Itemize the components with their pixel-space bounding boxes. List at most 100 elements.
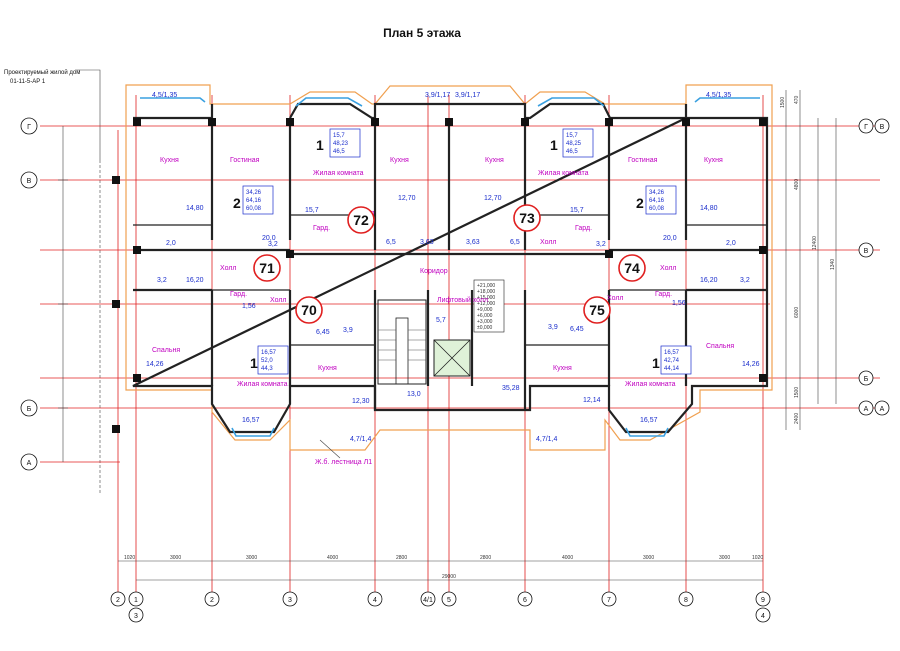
elev-6: +6,000 bbox=[477, 313, 493, 319]
axis-right-V-top: В bbox=[880, 124, 885, 131]
axis-2: 2 bbox=[210, 597, 214, 604]
apt-75-rooms: 1 bbox=[652, 355, 660, 371]
room-kitchen-2: Кухня bbox=[390, 157, 409, 164]
room-corridor: Коридор bbox=[420, 268, 448, 275]
apt-75-number: 75 bbox=[589, 302, 605, 318]
dimension-chain-side: 470 1500 4800 12400 6000 1500 2400 1340 bbox=[780, 90, 837, 430]
axis-right-A: А bbox=[864, 406, 869, 413]
room-livingroom-4: Жилая комната bbox=[625, 381, 676, 388]
apt-70-area-1: 16,57 bbox=[261, 350, 277, 356]
area-a6-right: 14,26 bbox=[742, 361, 760, 368]
axis-extra-2: 2 bbox=[116, 597, 120, 604]
area-a8-right: 6,45 bbox=[570, 326, 584, 333]
axis-7: 7 bbox=[607, 597, 611, 604]
elev-7: +3,000 bbox=[477, 319, 493, 325]
area-a14: 35,28 bbox=[502, 385, 520, 392]
area-a3-left: 2,0 bbox=[166, 240, 176, 247]
bay-dim-5: 4,7/1,4 bbox=[350, 436, 372, 443]
apt-75-area-3: 44,14 bbox=[664, 366, 680, 372]
room-kitchen-4: Кухня bbox=[704, 157, 723, 164]
horizontal-axis-markers: Г В Б А Г В В Б А А bbox=[20, 117, 890, 471]
dim-b-6: 2800 bbox=[480, 555, 491, 561]
bay-dim-6: 4,7/1,4 bbox=[536, 436, 558, 443]
elev-4: +12,000 bbox=[477, 301, 495, 307]
room-labels: Кухня Гостиная Жилая комната Кухня Кухня… bbox=[152, 157, 734, 388]
area-a13: 5,7 bbox=[436, 317, 446, 324]
note-leader bbox=[75, 69, 101, 160]
dim-s-1: 470 bbox=[794, 95, 800, 104]
axis-right-G: Г bbox=[864, 124, 868, 131]
area-a8-left: 6,45 bbox=[316, 329, 330, 336]
room-livingroom-1: Жилая комната bbox=[313, 170, 364, 177]
apt-73-area-2: 48,25 bbox=[566, 141, 582, 147]
project-note-line2: 01-11-5-АР 1 bbox=[10, 79, 46, 85]
room-kitchen-6: Кухня bbox=[553, 365, 572, 372]
apt-73-area-3: 46,5 bbox=[566, 149, 578, 155]
bay-dim-4: 4,5/1,35 bbox=[706, 92, 731, 99]
apt-74-area-2: 64,16 bbox=[649, 198, 665, 204]
area-a3-right: 2,0 bbox=[726, 240, 736, 247]
room-living-1: Гостиная bbox=[230, 157, 260, 164]
area-a9-left: 3,9 bbox=[343, 327, 353, 334]
axis-right-V: В bbox=[864, 248, 869, 255]
apt-73-rooms: 1 bbox=[550, 137, 558, 153]
dim-s-7: 2400 bbox=[794, 413, 800, 424]
room-wardrobe-2: Гард. bbox=[575, 225, 592, 232]
apt-72-circle bbox=[347, 206, 375, 234]
apt-71-rooms: 2 bbox=[233, 195, 241, 211]
dim-b-10: 1020 bbox=[752, 555, 763, 561]
apt-70-area-3: 44,3 bbox=[261, 366, 273, 372]
apt-72-rooms: 1 bbox=[316, 137, 324, 153]
axis-left-B: Б bbox=[27, 406, 32, 413]
elevator-shaft bbox=[433, 339, 471, 377]
apt-71-number: 71 bbox=[259, 260, 275, 276]
area-a11-left: 16,57 bbox=[242, 417, 260, 424]
axis-4-1: 4/1 bbox=[423, 597, 433, 604]
area-a4-left: 3,2 bbox=[157, 277, 167, 284]
vertical-axis-markers: 1 2 3 2 3 4 4/1 5 6 7 8 9 4 bbox=[110, 591, 771, 623]
axis-3: 3 bbox=[288, 597, 292, 604]
axis-right-B: Б bbox=[864, 376, 869, 383]
area-a1-right: 14,80 bbox=[700, 205, 718, 212]
area-a2-left: 20,0 bbox=[262, 235, 276, 242]
room-livingroom-2: Жилая комната bbox=[538, 170, 589, 177]
dimension-chain-left bbox=[58, 126, 68, 462]
area-a18-right: 6,5 bbox=[510, 239, 520, 246]
columns bbox=[112, 118, 767, 433]
apt-70-area-2: 52,0 bbox=[261, 358, 273, 364]
apt-73-area-1: 15,7 bbox=[566, 133, 578, 139]
dim-b-5: 2800 bbox=[396, 555, 407, 561]
elev-5: +9,000 bbox=[477, 307, 493, 313]
apt-72-number: 72 bbox=[353, 212, 369, 228]
area-a2-right: 20,0 bbox=[663, 235, 677, 242]
room-livingroom-3: Жилая комната bbox=[237, 381, 288, 388]
room-hall-6: Холл bbox=[607, 295, 624, 302]
room-wardrobe-1: Гард. bbox=[313, 225, 330, 232]
area-a17-right: 12,70 bbox=[484, 195, 502, 202]
balcony-label: Ж.б. лестница Л1 bbox=[315, 458, 372, 466]
area-a11-right: 16,57 bbox=[640, 417, 658, 424]
axis-8: 8 bbox=[684, 597, 688, 604]
axis-5: 5 bbox=[447, 597, 451, 604]
elev-1: +21,000 bbox=[477, 283, 495, 289]
plan-title: План 5 этажа bbox=[383, 26, 461, 40]
area-a16-left: 15,7 bbox=[305, 207, 319, 214]
area-a15: 12,14 bbox=[583, 397, 601, 404]
room-kitchen-1: Кухня bbox=[160, 157, 179, 164]
bay-dimensions: 4,5/1,35 3,9/1,17 3,9/1,17 4,5/1,35 4,7/… bbox=[152, 92, 731, 466]
dim-s-3: 4800 bbox=[794, 179, 800, 190]
bay-dim-2: 3,9/1,17 bbox=[425, 92, 450, 99]
apt-75-circle bbox=[583, 296, 611, 324]
area-a19-right: 3,63 bbox=[466, 239, 480, 246]
bay-dim-1: 4,5/1,35 bbox=[152, 92, 177, 99]
room-bedroom-2: Спальня bbox=[706, 343, 734, 350]
axis-1: 1 bbox=[134, 597, 138, 604]
dim-b-8: 3000 bbox=[643, 555, 654, 561]
area-a9-right: 3,9 bbox=[548, 324, 558, 331]
area-a10: 12,30 bbox=[352, 398, 370, 405]
dim-b-7: 4000 bbox=[562, 555, 573, 561]
area-a16-right: 15,7 bbox=[570, 207, 584, 214]
apt-72-area-2: 48,23 bbox=[333, 141, 349, 147]
elev-3: +15,000 bbox=[477, 295, 495, 301]
